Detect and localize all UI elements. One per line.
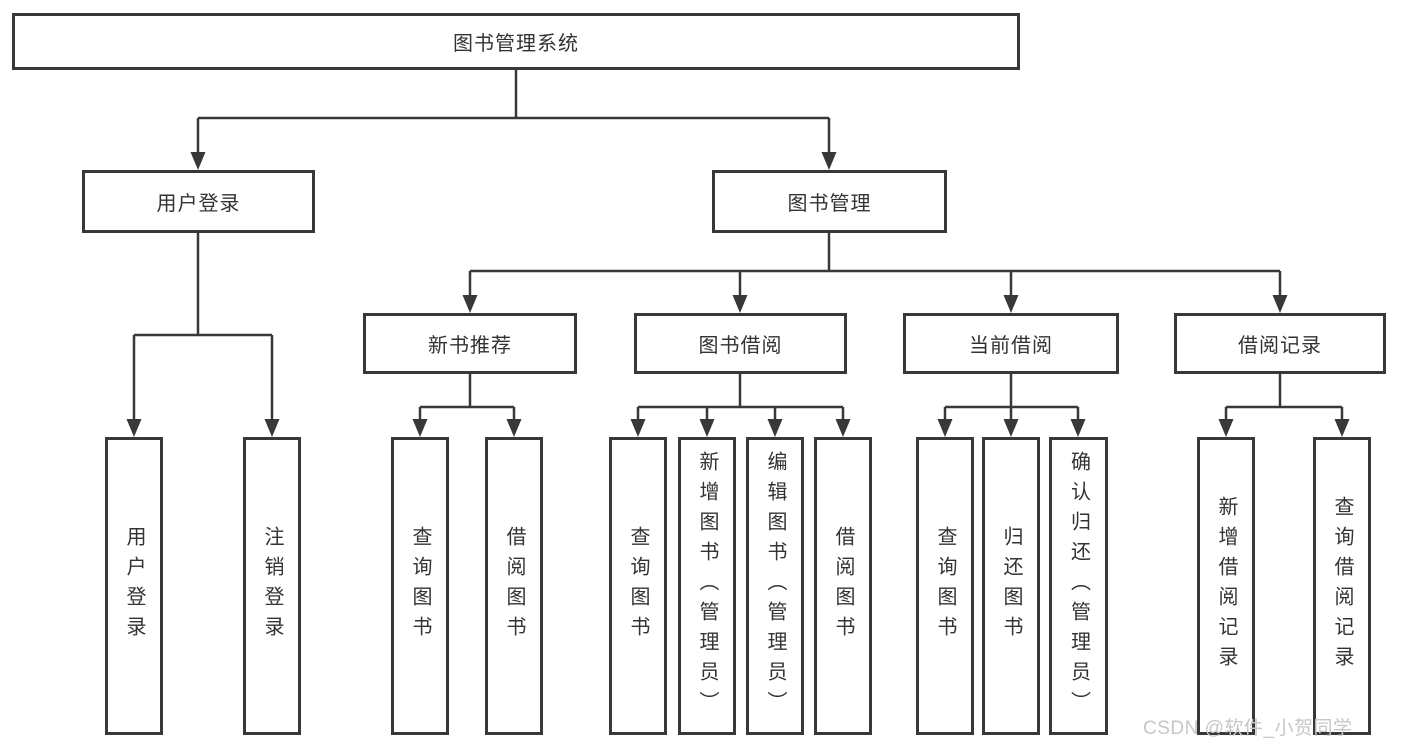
node-leaf-bb-query-books: 查询图书 [609, 437, 667, 735]
node-leaf-bb-add-book-admin-label: 新增图书（管理员） [696, 451, 718, 721]
node-leaf-bb-edit-book-admin-label: 编辑图书（管理员） [764, 451, 786, 721]
node-root-label: 图书管理系统 [453, 33, 579, 55]
node-book-management-label: 图书管理 [787, 193, 872, 215]
node-book-borrowing: 图书借阅 [634, 313, 847, 374]
node-book-borrowing-label: 图书借阅 [698, 335, 783, 357]
node-user-login-label: 用户登录 [156, 193, 241, 215]
node-leaf-rec-query-books: 查询图书 [391, 437, 449, 735]
node-leaf-logout-label: 注销登录 [261, 526, 283, 646]
node-new-book-recommend: 新书推荐 [363, 313, 577, 374]
csdn-watermark: CSDN @软件_小贺同学 [1143, 718, 1353, 739]
node-root-library-system: 图书管理系统 [12, 13, 1020, 70]
node-leaf-bb-add-book-admin: 新增图书（管理员） [678, 437, 736, 735]
node-leaf-cb-query-books-label: 查询图书 [934, 526, 956, 646]
node-book-management-module: 图书管理 [712, 170, 947, 233]
node-leaf-cb-return-books-label: 归还图书 [1000, 526, 1022, 646]
node-leaf-br-add-record: 新增借阅记录 [1197, 437, 1255, 735]
node-current-borrowing: 当前借阅 [903, 313, 1119, 374]
node-current-borrowing-label: 当前借阅 [969, 335, 1053, 357]
node-leaf-logout: 注销登录 [243, 437, 301, 735]
node-borrowing-records-label: 借阅记录 [1238, 335, 1322, 357]
node-leaf-cb-confirm-return-admin: 确认归还（管理员） [1049, 437, 1108, 735]
node-leaf-cb-confirm-return-admin-label: 确认归还（管理员） [1067, 451, 1090, 721]
node-leaf-rec-borrow-books-label: 借阅图书 [503, 526, 525, 646]
node-leaf-user-login-label: 用户登录 [123, 526, 145, 646]
node-leaf-rec-borrow-books: 借阅图书 [485, 437, 543, 735]
arrowhead-icons [126, 152, 1350, 437]
node-leaf-cb-return-books: 归还图书 [982, 437, 1040, 735]
node-user-login-module: 用户登录 [82, 170, 315, 233]
node-leaf-bb-borrow-books-label: 借阅图书 [832, 526, 854, 646]
node-leaf-br-query-record-label: 查询借阅记录 [1331, 496, 1353, 676]
node-new-book-recommend-label: 新书推荐 [428, 335, 512, 357]
node-borrowing-records: 借阅记录 [1174, 313, 1386, 374]
node-leaf-cb-query-books: 查询图书 [916, 437, 974, 735]
node-leaf-br-add-record-label: 新增借阅记录 [1215, 496, 1237, 676]
node-leaf-bb-edit-book-admin: 编辑图书（管理员） [746, 437, 804, 735]
node-leaf-bb-query-books-label: 查询图书 [627, 526, 649, 646]
node-leaf-user-login: 用户登录 [105, 437, 163, 735]
node-leaf-rec-query-books-label: 查询图书 [409, 526, 431, 646]
node-leaf-br-query-record: 查询借阅记录 [1313, 437, 1371, 735]
node-leaf-bb-borrow-books: 借阅图书 [814, 437, 872, 735]
